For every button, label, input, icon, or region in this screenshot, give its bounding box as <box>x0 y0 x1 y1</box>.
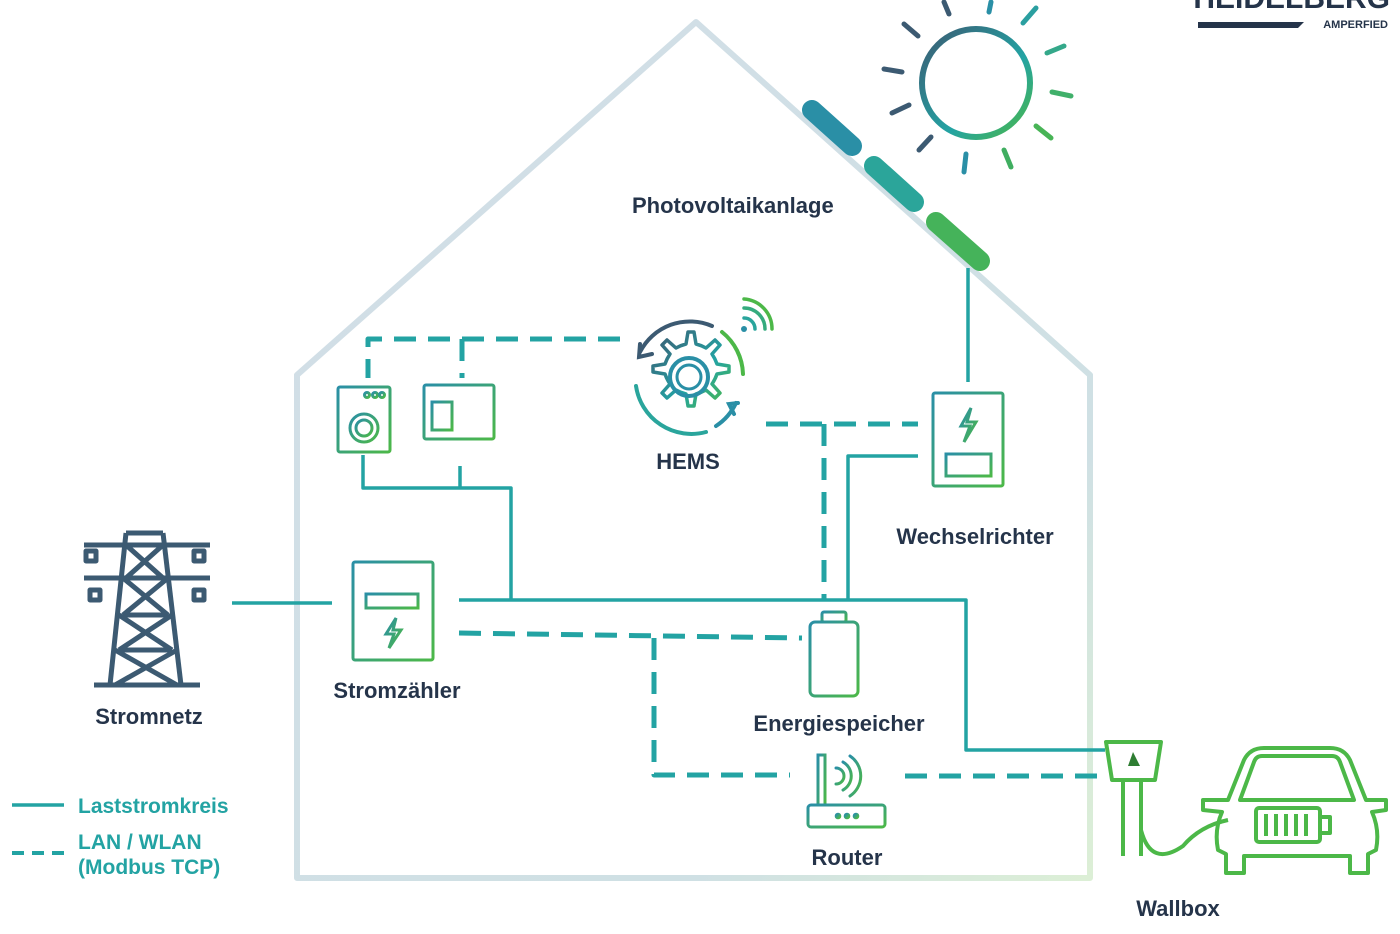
label-stromnetz: Stromnetz <box>95 704 203 729</box>
label-wallbox: Wallbox <box>1136 896 1220 921</box>
inverter-icon <box>931 391 1005 508</box>
label-router: Router <box>812 845 883 870</box>
legend-dashed-label-line2: (Modbus TCP) <box>78 856 220 879</box>
label-wechselrichter: Wechselrichter <box>896 524 1054 549</box>
hems-icon <box>634 297 774 436</box>
brand-logo: HEIDELBERG AMPERFIED <box>1193 0 1390 31</box>
label-hems: HEMS <box>656 449 720 474</box>
router-icon <box>806 753 887 829</box>
power-pylon-icon <box>83 530 210 688</box>
brand-sub: AMPERFIED <box>1323 19 1388 31</box>
sun-icon <box>881 0 1074 175</box>
label-stromzaehler: Stromzähler <box>333 678 461 703</box>
legend-dashed-label-line1: LAN / WLAN <box>78 831 202 854</box>
computer-monitor-icon <box>422 383 496 454</box>
data-lines <box>365 336 1108 779</box>
battery-storage-icon <box>808 610 860 698</box>
legend: Laststromkreis LAN / WLAN (Modbus TCP) <box>12 795 229 879</box>
power-lines <box>232 268 1105 752</box>
legend-solid-label: Laststromkreis <box>78 795 229 818</box>
label-energiespeicher: Energiespeicher <box>753 711 925 736</box>
house-outline <box>294 19 1093 881</box>
electricity-meter-icon <box>351 560 435 662</box>
label-photovoltaikanlage: Photovoltaikanlage <box>632 193 834 218</box>
brand-name: HEIDELBERG <box>1193 0 1390 15</box>
wallbox-icon <box>1104 740 1229 856</box>
solar-panels <box>802 100 990 271</box>
washing-machine-icon <box>336 385 392 454</box>
electric-car-icon <box>1201 746 1388 875</box>
